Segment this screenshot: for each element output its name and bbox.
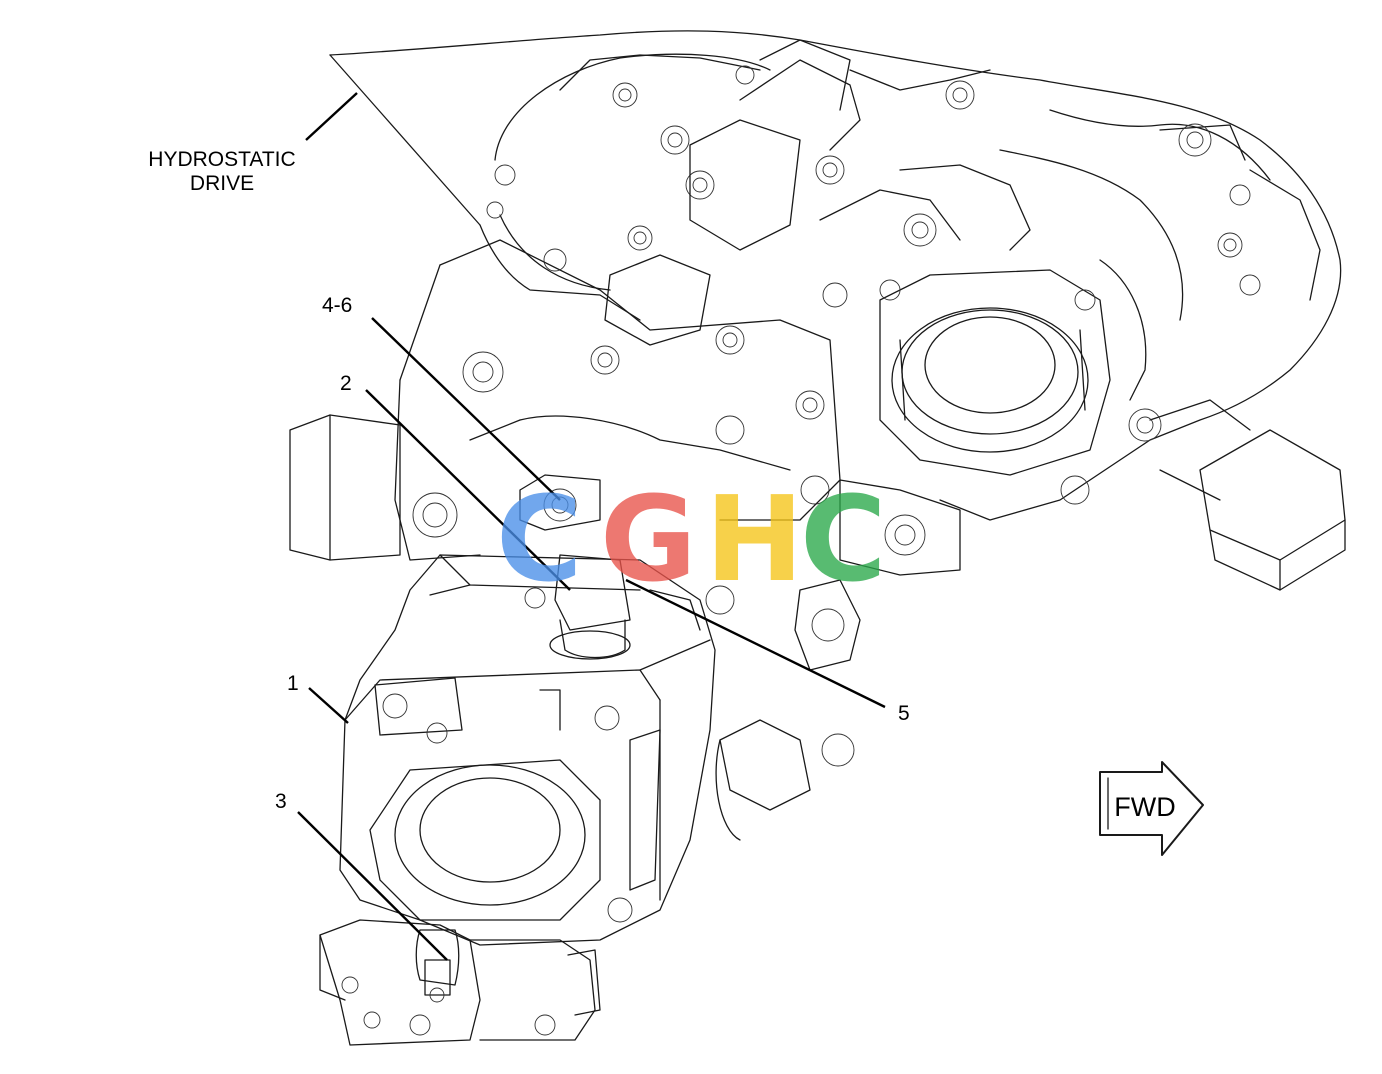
callout-5: 5 (898, 702, 910, 725)
watermark-letter-3: H (705, 470, 804, 608)
callout-1: 1 (287, 672, 299, 695)
leader-5 (625, 578, 886, 709)
leader-3 (297, 811, 448, 961)
pressure-sensor (519, 474, 701, 660)
leader-hydrostatic (305, 92, 358, 141)
fwd-label: FWD (1114, 792, 1175, 822)
watermark-letter-2: G (600, 470, 697, 608)
callout-2: 2 (340, 372, 352, 395)
cghc-watermark: C G H C (496, 470, 887, 608)
pump-body (339, 554, 716, 946)
label-hydrostatic-line1: HYDROSTATIC (148, 148, 295, 171)
hydrostatic-drive-housing (329, 30, 1346, 591)
lower-solenoid-block (319, 919, 601, 1046)
valve-manifold (289, 239, 961, 841)
leader-2 (365, 389, 571, 591)
callout-labels: HYDROSTATIC DRIVE 4-6 2 1 3 5 (148, 148, 909, 813)
label-hydrostatic-line2: DRIVE (190, 172, 254, 195)
leader-4-6 (371, 317, 561, 501)
leader-1 (308, 687, 349, 724)
callout-4-6: 4-6 (322, 294, 352, 317)
callout-3: 3 (275, 790, 287, 813)
forward-direction-arrow: FWD (1099, 761, 1204, 856)
watermark-letter-4: C (800, 470, 887, 608)
leader-lines (297, 92, 886, 961)
watermark-letter-1: C (496, 470, 583, 608)
